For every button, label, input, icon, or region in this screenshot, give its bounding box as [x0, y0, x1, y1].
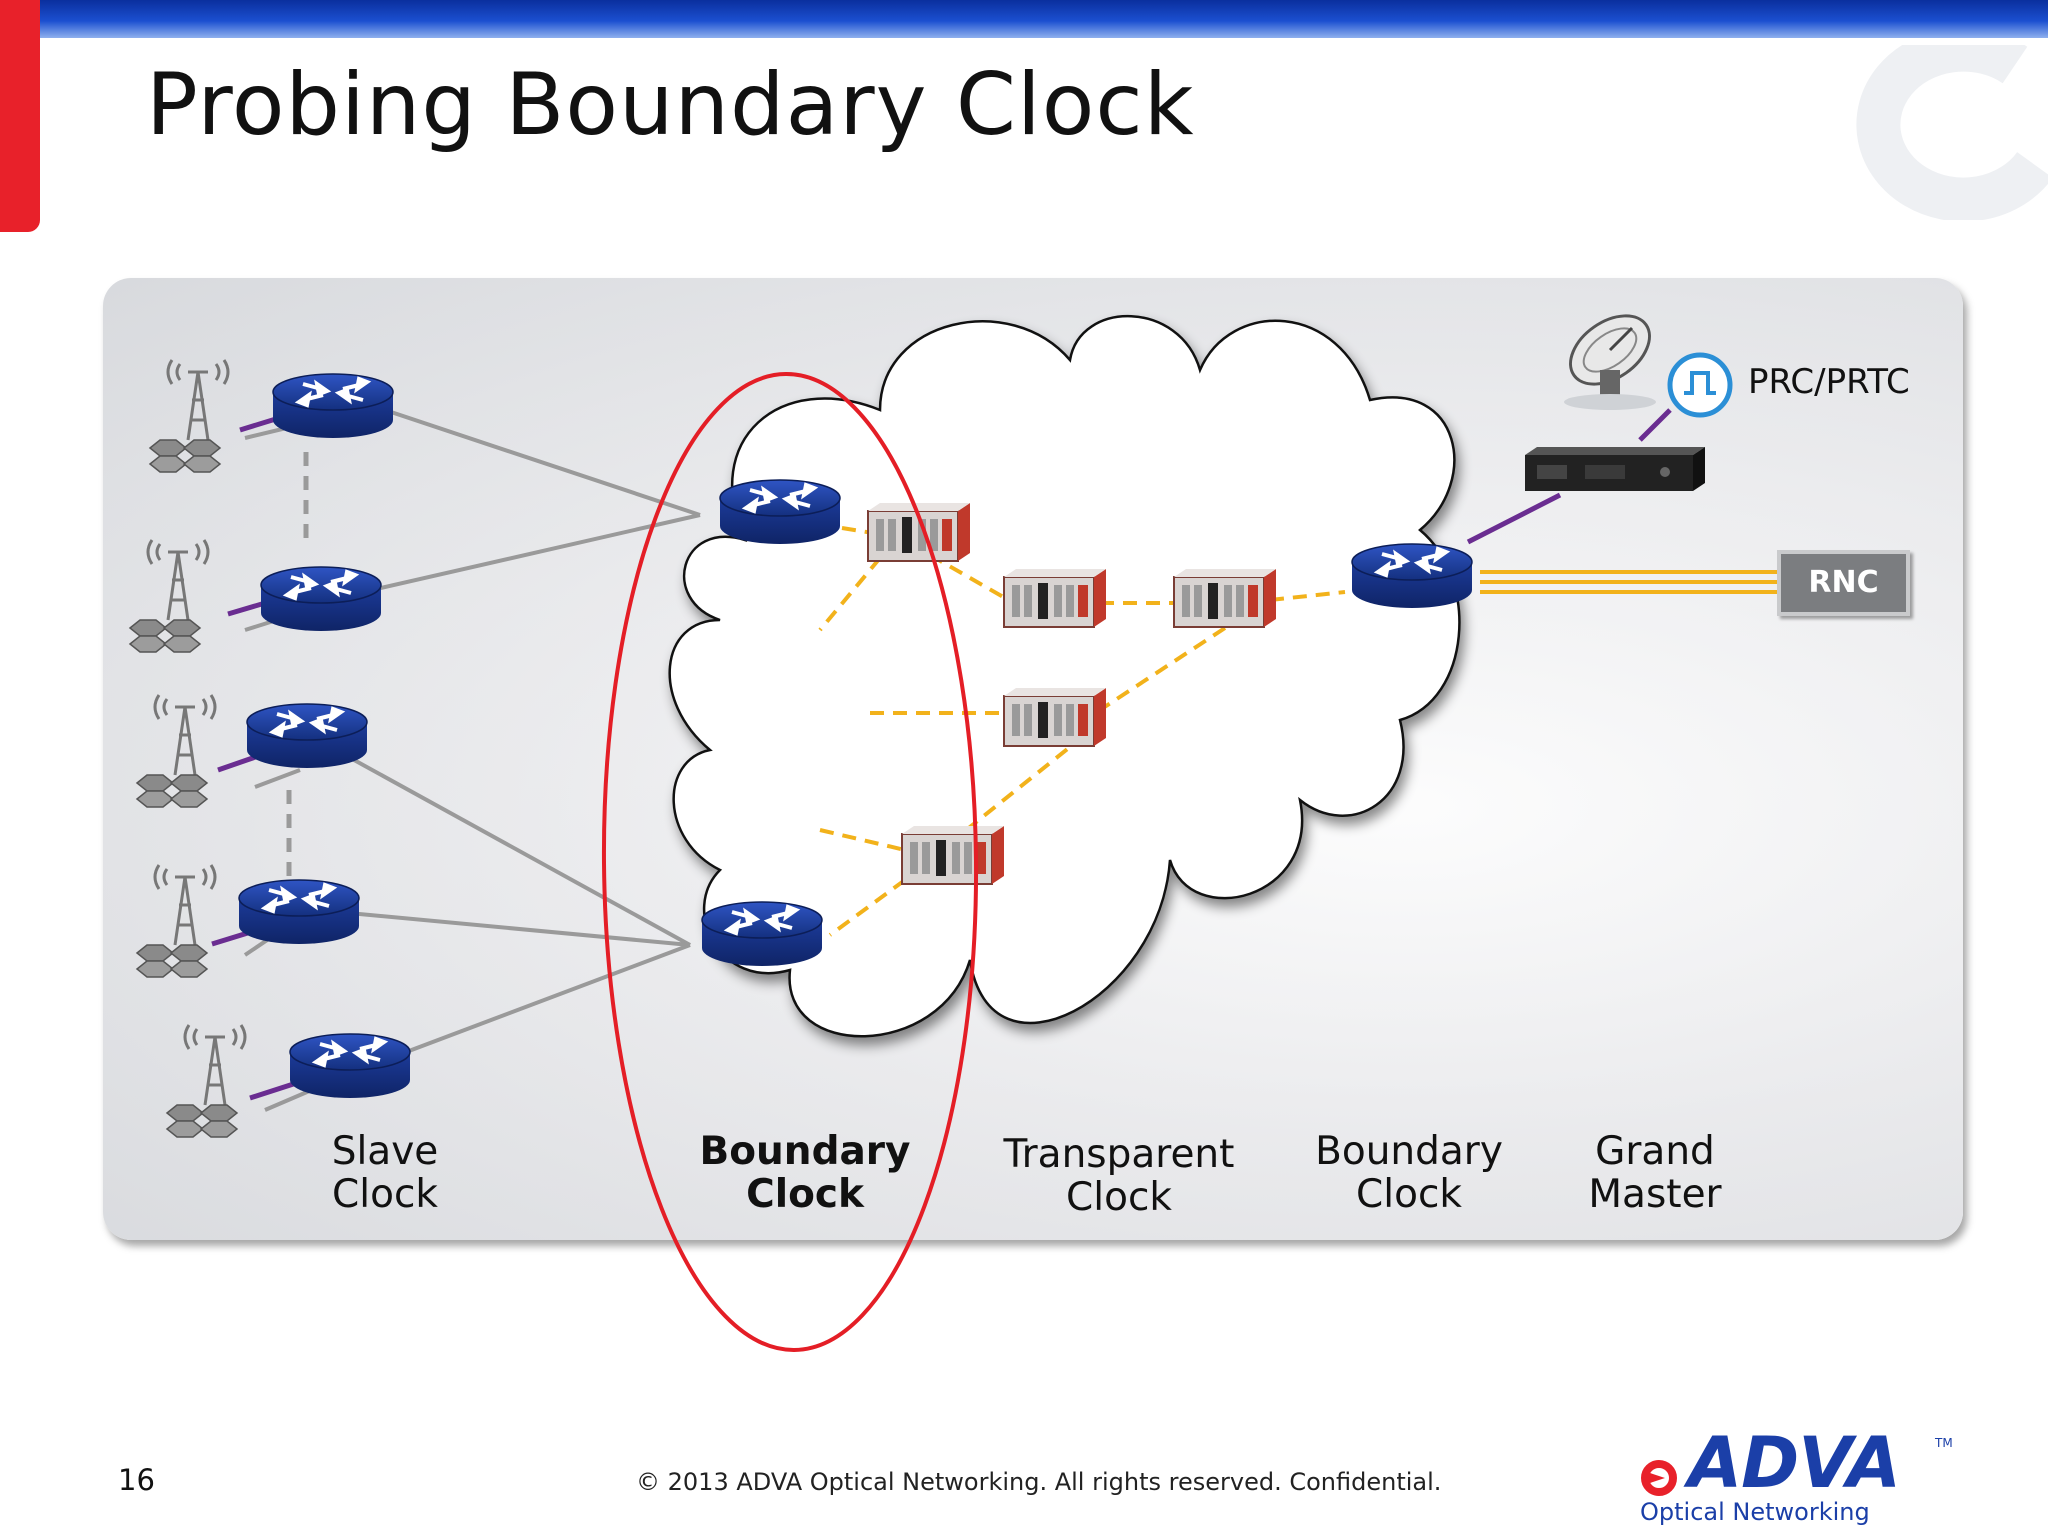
router-icon: [271, 372, 395, 440]
label-boundary-clock: Boundary Clock: [1300, 1130, 1518, 1216]
label-line: Clock: [332, 1172, 438, 1217]
satellite-dish-icon: [1564, 314, 1656, 410]
cell-tower-icon: [148, 358, 230, 474]
rack-server-icon: [1525, 447, 1705, 491]
logo-wordmark: ADVA: [1688, 1422, 1901, 1504]
cell-tower-icon: [128, 538, 210, 654]
rnc-node: RNC: [1777, 550, 1910, 616]
router-icon: [237, 878, 361, 946]
label-line: Grand: [1595, 1129, 1715, 1174]
redundancy-dashes: [286, 452, 309, 880]
red-accent-tab: [0, 0, 40, 232]
router-icon: [288, 1032, 412, 1100]
label-line: Boundary: [699, 1129, 911, 1174]
prc-prtc-label: PRC/PRTC: [1748, 362, 1910, 402]
router-icon: [1350, 542, 1474, 610]
highlight-ellipse: [601, 372, 979, 1352]
cell-tower-icon: [165, 1023, 247, 1139]
cell-tower-icon: [135, 863, 217, 979]
page-number: 16: [118, 1463, 155, 1497]
cell-sites: [128, 358, 247, 1139]
copyright-notice: © 2013 ADVA Optical Networking. All righ…: [636, 1468, 1442, 1496]
label-line: Clock: [1066, 1175, 1172, 1220]
router-icon: [718, 478, 842, 546]
decorative-ring-icon: [1856, 45, 2048, 220]
label-grand-master: Grand Master: [1570, 1130, 1740, 1216]
label-line: Clock: [746, 1172, 864, 1217]
switch-node-icon: [901, 825, 1005, 885]
slide-title: Probing Boundary Clock: [146, 55, 1195, 155]
label-transparent-clock: Transparent Clock: [990, 1133, 1248, 1219]
logo-trademark: TM: [1935, 1436, 1953, 1450]
cell-tower-icon: [135, 693, 217, 809]
label-line: Transparent: [1003, 1132, 1235, 1177]
timing-links: [818, 526, 1346, 937]
label-slave-clock: Slave Clock: [320, 1130, 450, 1216]
switch-node-icon: [1173, 568, 1277, 628]
router-icon: [245, 702, 369, 770]
router-icon: [259, 565, 383, 633]
label-line: Clock: [1356, 1172, 1462, 1217]
adva-logo-icon: [1641, 1460, 1677, 1496]
network-cloud: [668, 315, 1461, 1038]
logo-tagline: Optical Networking: [1640, 1498, 1870, 1526]
label-line: Boundary: [1315, 1129, 1503, 1174]
label-boundary-clock-highlighted: Boundary Clock: [690, 1130, 920, 1216]
label-line: Slave: [331, 1129, 439, 1174]
switch-node-icon: [1003, 568, 1107, 628]
router-icon: [700, 900, 824, 968]
switch-node-icon: [1003, 687, 1107, 747]
label-line: Master: [1588, 1172, 1722, 1217]
top-banner: [0, 0, 2048, 38]
rnc-links: [1480, 570, 1780, 594]
clock-pulse-icon: [1667, 352, 1733, 418]
